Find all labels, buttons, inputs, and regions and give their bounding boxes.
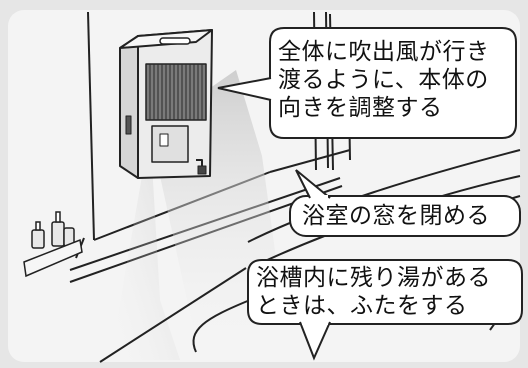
callout-cover-bathtub-line1: 浴槽内に残り湯がある — [256, 265, 491, 291]
callout-close-window-text: 浴室の窓を閉める — [302, 203, 490, 229]
dehumidifier-unit — [119, 29, 213, 179]
callout-close-window: 浴室の窓を閉める — [302, 202, 490, 230]
callout-bubble-adjust-direction — [217, 27, 517, 139]
callout-adjust-direction-line1: 全体に吹出風が行き — [278, 39, 490, 65]
callout-adjust-direction-line3: 向きを調整する — [278, 95, 443, 121]
shampoo-bottles — [23, 211, 83, 278]
callout-cover-bathtub: 浴槽内に残り湯がある ときは、ふたをする — [256, 264, 491, 320]
callout-bubble-cover-bathtub — [247, 259, 523, 361]
callout-bubble-close-window — [289, 169, 521, 237]
callout-cover-bathtub-line2: ときは、ふたをする — [256, 293, 468, 319]
callout-adjust-direction: 全体に吹出風が行き 渡るように、本体の 向きを調整する — [278, 38, 490, 122]
callout-adjust-direction-line2: 渡るように、本体の — [278, 67, 489, 93]
airflow-cone-side — [110, 130, 180, 360]
bathtub — [99, 149, 521, 363]
